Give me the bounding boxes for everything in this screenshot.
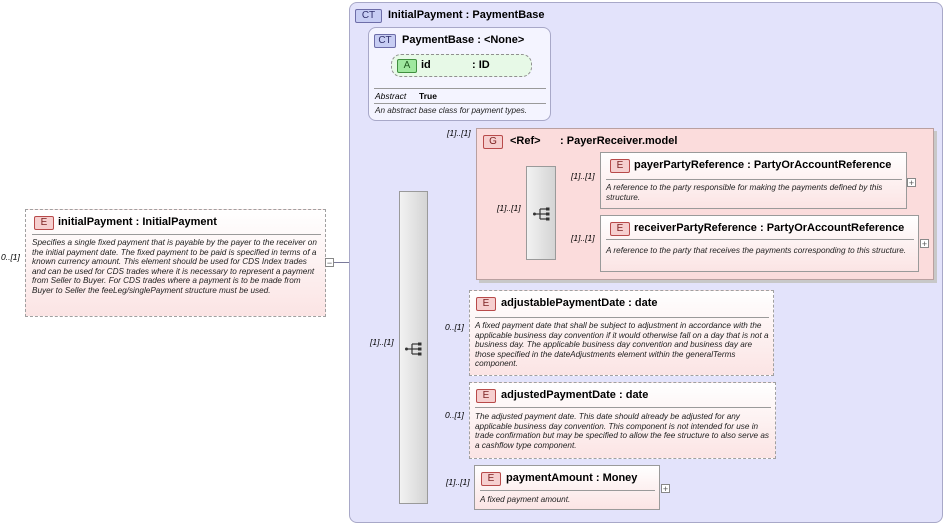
adjustable-description: A fixed payment date that shall be subje…	[475, 321, 769, 369]
group-name: <Ref>	[510, 135, 541, 147]
group-icon: G	[483, 135, 503, 149]
sequence-icon	[405, 342, 422, 356]
sequence-compositor[interactable]	[399, 191, 428, 504]
group-type: PayerReceiver.model	[566, 135, 678, 147]
connector-expander-to-tree	[334, 262, 358, 263]
element-icon: E	[34, 216, 54, 230]
receiver-type: PartyOrAccountReference	[766, 222, 905, 234]
group-cardinality: [1]..[1]	[447, 128, 471, 138]
expand-toggle[interactable]: +	[661, 484, 670, 494]
divider	[374, 103, 546, 104]
collapse-toggle[interactable]: −	[325, 258, 334, 268]
payer-description: A reference to the party responsible for…	[606, 183, 883, 202]
expand-toggle[interactable]: +	[907, 178, 916, 188]
adjustable-cardinality: 0..[1]	[445, 322, 464, 332]
divider	[606, 239, 914, 240]
payer-type: PartyOrAccountReference	[753, 159, 892, 171]
complex-type-base: PaymentBase	[472, 9, 545, 21]
root-element-type: InitialPayment	[142, 216, 217, 228]
element-icon: E	[481, 472, 501, 486]
divider	[475, 407, 771, 408]
receiver-cardinality: [1]..[1]	[571, 233, 595, 243]
amount-type: Money	[602, 472, 638, 484]
root-cardinality: 0..[1]	[1, 252, 20, 262]
element-icon: E	[476, 389, 496, 403]
element-icon: E	[610, 222, 630, 236]
group-sequence-compositor[interactable]	[526, 166, 556, 260]
amount-description: A fixed payment amount.	[480, 495, 571, 504]
amount-name: paymentAmount	[506, 472, 593, 484]
root-element-box[interactable]: E initialPayment : InitialPayment Specif…	[25, 209, 326, 317]
element-payer-party-reference[interactable]: E payerPartyReference : PartyOrAccountRe…	[600, 152, 907, 209]
base-type-base: <None>	[483, 34, 525, 46]
attribute-name: id	[421, 59, 431, 71]
complex-type-icon: CT	[355, 9, 382, 23]
root-description: Specifies a single fixed payment that is…	[32, 238, 317, 295]
element-icon: E	[610, 159, 630, 173]
adjustable-name: adjustablePaymentDate	[501, 297, 626, 309]
divider	[32, 234, 321, 235]
adjusted-type: date	[625, 389, 649, 401]
root-element-name: initialPayment	[58, 216, 133, 228]
base-type-icon: CT	[374, 34, 396, 48]
abstract-value: True	[419, 91, 437, 101]
divider	[475, 317, 769, 318]
complex-type-name: InitialPayment	[388, 9, 463, 21]
amount-cardinality: [1]..[1]	[446, 477, 470, 487]
adjustable-type: date	[634, 297, 658, 309]
attribute-id[interactable]: A id : ID	[391, 54, 532, 77]
divider	[606, 179, 902, 180]
adjusted-description: The adjusted payment date. This date sho…	[475, 412, 769, 450]
element-adjusted-payment-date[interactable]: E adjustedPaymentDate : date The adjuste…	[469, 382, 776, 459]
element-receiver-party-reference[interactable]: E receiverPartyReference : PartyOrAccoun…	[600, 215, 919, 272]
element-icon: E	[476, 297, 496, 311]
attribute-icon: A	[397, 59, 417, 73]
base-type-description: An abstract base class for payment types…	[375, 106, 527, 115]
element-payment-amount[interactable]: E paymentAmount : Money A fixed payment …	[474, 465, 660, 510]
attribute-type: ID	[478, 59, 490, 71]
divider	[480, 490, 655, 491]
expand-toggle[interactable]: +	[920, 239, 929, 249]
group-sequence-cardinality: [1]..[1]	[497, 203, 521, 213]
receiver-description: A reference to the party that receives t…	[606, 246, 907, 255]
payer-cardinality: [1]..[1]	[571, 171, 595, 181]
payer-name: payerPartyReference	[634, 159, 745, 171]
sequence-icon	[533, 207, 550, 221]
base-type-name: PaymentBase	[402, 34, 475, 46]
abstract-label: Abstract	[375, 91, 407, 101]
receiver-name: receiverPartyReference	[634, 222, 757, 234]
adjusted-name: adjustedPaymentDate	[501, 389, 616, 401]
element-adjustable-payment-date[interactable]: E adjustablePaymentDate : date A fixed p…	[469, 290, 774, 376]
adjusted-cardinality: 0..[1]	[445, 410, 464, 420]
divider	[374, 88, 546, 89]
sequence-cardinality: [1]..[1]	[370, 337, 394, 347]
